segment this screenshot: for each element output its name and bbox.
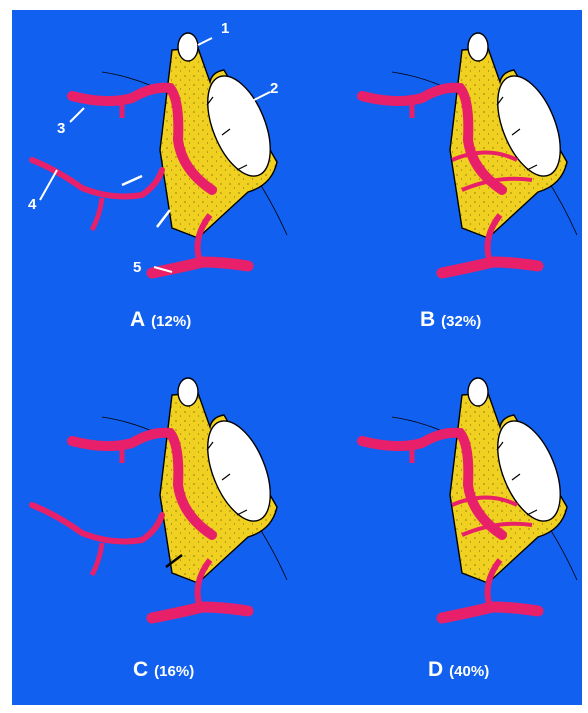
panel-d	[362, 378, 577, 618]
callout-3-leader	[70, 108, 84, 122]
panel-d-caption: D (40%)	[428, 658, 489, 682]
callout-5: 5	[133, 259, 141, 276]
callout-4: 4	[28, 196, 36, 213]
left-branch	[32, 505, 162, 541]
left-subbranch	[92, 198, 102, 230]
top-cap	[178, 378, 198, 406]
left-subbranch	[92, 543, 102, 575]
arrow-icon	[122, 176, 142, 185]
callout-1-leader	[198, 38, 212, 45]
callout-1: 1	[221, 20, 229, 37]
lower-vessel	[152, 607, 248, 618]
panel-d-letter: D	[428, 658, 443, 681]
lower-vessel	[442, 262, 538, 273]
arrow-icon	[157, 210, 170, 227]
panel-c-letter: C	[133, 658, 148, 681]
figure-background	[12, 10, 582, 705]
panel-c-caption: C (16%)	[133, 658, 194, 682]
panel-c-percent: (16%)	[154, 663, 194, 680]
callout-4-leader	[40, 170, 57, 200]
top-cap	[468, 33, 488, 61]
panel-a	[32, 33, 287, 273]
panel-b-letter: B	[420, 308, 435, 331]
lower-vessel	[442, 607, 538, 618]
panel-a-percent: (12%)	[151, 313, 191, 330]
panel-d-percent: (40%)	[449, 663, 489, 680]
panel-c	[32, 378, 287, 618]
panel-a-letter: A	[130, 308, 145, 331]
panel-b-caption: B (32%)	[420, 308, 481, 332]
top-cap	[178, 33, 198, 61]
anatomical-diagram	[12, 10, 582, 705]
panel-b	[362, 33, 577, 273]
panel-a-caption: A (12%)	[130, 308, 191, 332]
panel-b-percent: (32%)	[441, 313, 481, 330]
callout-2: 2	[270, 80, 278, 97]
top-cap	[468, 378, 488, 406]
callout-3: 3	[57, 120, 65, 137]
